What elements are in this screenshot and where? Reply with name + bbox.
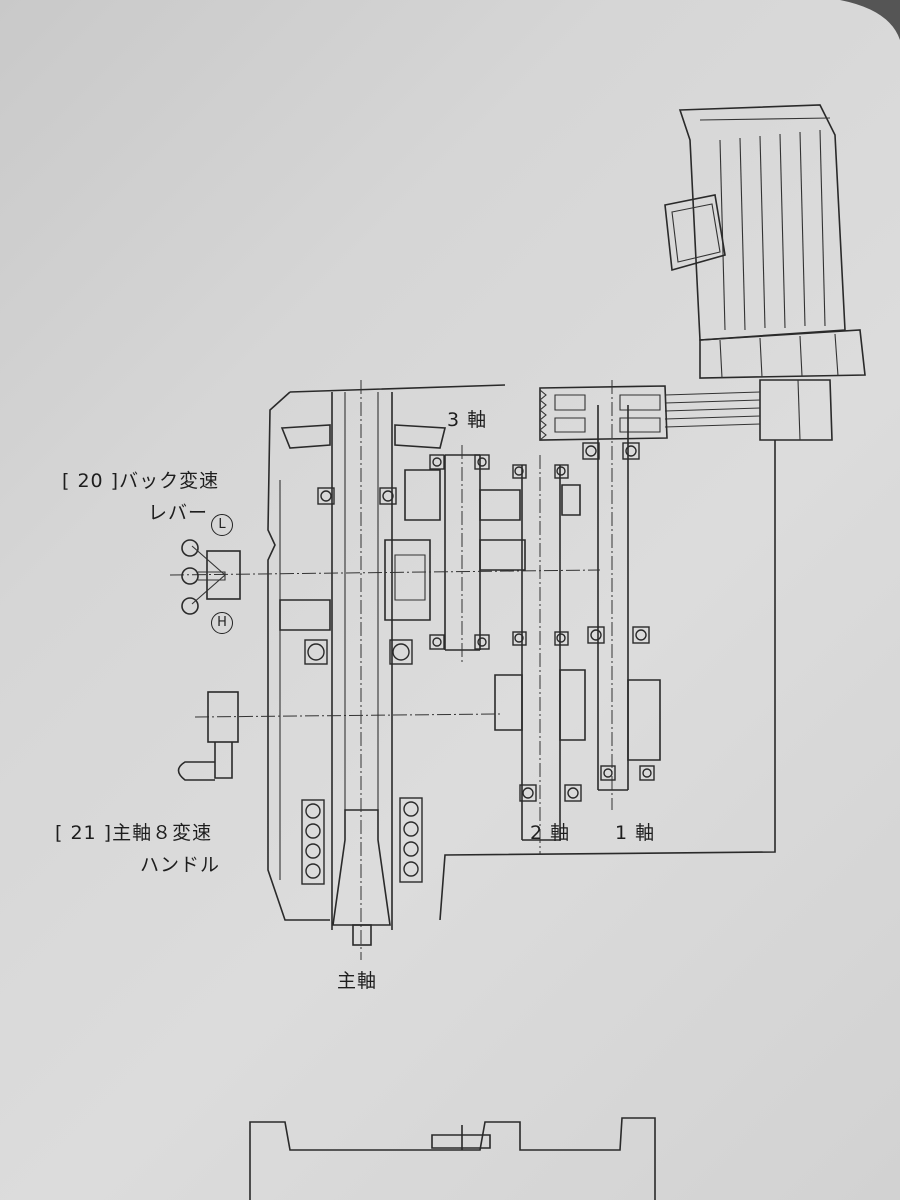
main-spindle	[279, 380, 447, 960]
shaft-3-label: 3 軸	[447, 409, 488, 431]
belts	[664, 391, 761, 428]
housing	[267, 384, 776, 921]
spindle-label: 主軸	[337, 970, 378, 992]
lever-axis-line	[169, 569, 601, 576]
bearings	[301, 442, 655, 885]
pulley	[539, 385, 668, 441]
lever-high-marker: H	[211, 612, 233, 634]
shaft-1	[597, 380, 661, 810]
speed-handle-label: [ 21 ]主軸８変速	[55, 822, 213, 844]
shaft-2	[494, 455, 586, 855]
lower-figure	[249, 1117, 656, 1200]
page-corner	[840, 0, 900, 40]
spindle-speed-handle[interactable]	[177, 691, 239, 781]
lever-low-marker: L	[211, 514, 233, 536]
speed-handle-label-sub: ハンドル	[140, 854, 221, 876]
back-lever-label-sub: レバー	[148, 502, 209, 524]
back-lever-label: [ 20 ]バック変速	[62, 470, 220, 492]
handle-axis-line	[194, 713, 501, 718]
motor	[664, 104, 866, 441]
shaft-3	[444, 445, 526, 665]
back-speed-lever[interactable]	[181, 539, 241, 615]
shaft-2-label: 2 軸	[530, 822, 571, 844]
shaft-1-label: 1 軸	[615, 822, 656, 844]
